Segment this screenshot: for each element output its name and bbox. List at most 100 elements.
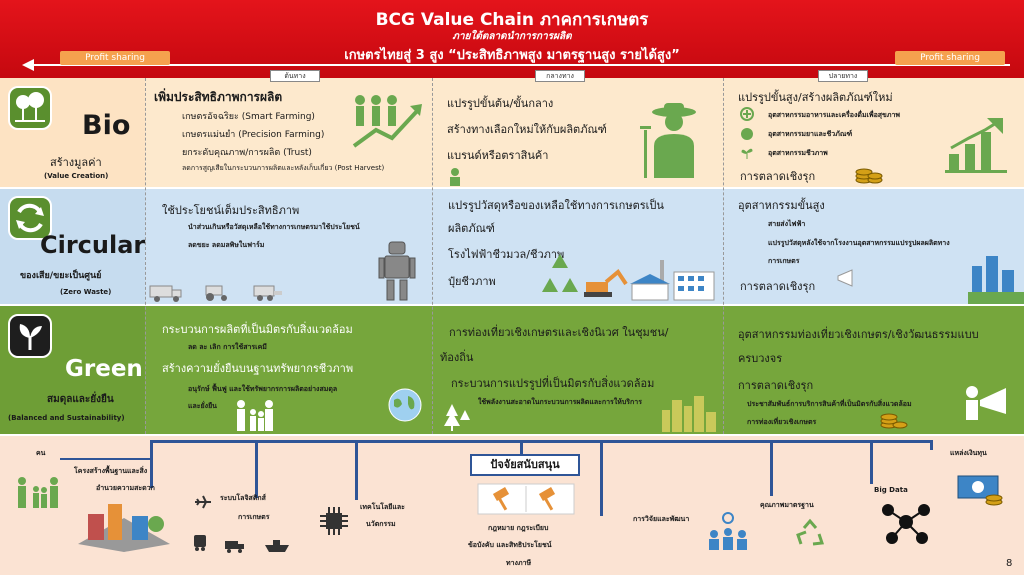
page-tagline: เกษตรไทยสู่ 3 สูง “ประสิทธิภาพสูง มาตรฐา… bbox=[344, 48, 680, 63]
network-icon bbox=[878, 500, 934, 550]
green-row bbox=[0, 306, 1024, 434]
support-title: ปัจจัยสนับสนุน bbox=[470, 454, 580, 476]
green-mid-item: การท่องเที่ยวเชิงเกษตรและเชิงนิเวศ ในชุม… bbox=[449, 326, 669, 339]
recycle-icon bbox=[8, 196, 52, 240]
circular-down-item: แปรรูปวัสดุหลังใช้จากโรงงานอุตสาหกรรมแปร… bbox=[768, 239, 950, 247]
coins-icon bbox=[880, 408, 908, 434]
circular-mid-item: ปุ๋ยชีวภาพ bbox=[448, 275, 496, 288]
support-standard: คุณภาพมาตรฐาน bbox=[760, 501, 814, 509]
row-divider bbox=[0, 304, 1024, 306]
bio-up-item: เกษตรแม่นยำ (Precision Farming) bbox=[182, 130, 325, 140]
tractor-icon bbox=[200, 282, 232, 306]
circular-mid-item: ผลิตภัณฑ์ bbox=[448, 222, 495, 235]
green-down-small: การท่องเที่ยวเชิงเกษตร bbox=[747, 418, 817, 426]
bio-down-item: อุตสาหกรรมอาหารและเครื่องดื่มเพื่อสุขภาพ bbox=[768, 111, 900, 119]
support-law-3: ทางภาษี bbox=[506, 559, 532, 567]
profit-arrow-line bbox=[30, 64, 1010, 66]
green-down-item: การตลาดเชิงรุก bbox=[738, 379, 814, 392]
bio-up-item: ลดการสูญเสียในกระบวนการผลิตและหลังเก็บเก… bbox=[182, 164, 385, 172]
green-up-item: อนุรักษ์ ฟื้นฟู และใช้ทรัพยากรการผลิตอย่… bbox=[188, 385, 338, 393]
train-icon bbox=[192, 534, 208, 556]
bio-sub: สร้างมูลค่า bbox=[50, 156, 102, 169]
support-branch bbox=[60, 458, 152, 460]
support-funding: แหล่งเงินทุน bbox=[950, 449, 987, 457]
bio-mid-item: แปรรูปขั้นต้น/ขั้นกลาง bbox=[447, 97, 554, 110]
robot-icon bbox=[377, 240, 417, 306]
law-gavel-icon bbox=[476, 482, 576, 516]
green-up-title-2: สร้างความยั่งยืนบนฐานทรัพยากรชีวภาพ bbox=[162, 362, 354, 375]
profit-sharing-right: Profit sharing bbox=[895, 51, 1005, 65]
support-branch bbox=[930, 440, 933, 450]
support-infra-2: อำนวยความสะดวก bbox=[96, 484, 155, 492]
bio-up-item: ยกระดับคุณภาพ/การผลิต (Trust) bbox=[182, 148, 312, 158]
support-branch bbox=[355, 440, 358, 500]
family-icon bbox=[14, 476, 64, 512]
plus-icon bbox=[740, 106, 754, 125]
infrastructure-city-icon bbox=[78, 498, 170, 556]
page-subtitle: ภายใต้ตลาดนำการการผลิต bbox=[452, 31, 572, 42]
stage-upstream: ต้นทาง bbox=[270, 70, 320, 82]
profit-arrow-head bbox=[22, 59, 34, 71]
support-branch bbox=[255, 440, 258, 498]
page-number: 8 bbox=[1006, 558, 1013, 569]
bio-row bbox=[0, 78, 1024, 188]
globe-icon bbox=[386, 386, 424, 430]
green-down-small: ประชาสัมพันธ์การบริการสินค้าที่เป็นมิตรก… bbox=[747, 400, 912, 408]
bio-name: Bio bbox=[82, 110, 131, 141]
column-divider bbox=[432, 78, 433, 434]
speaker-megaphone-icon bbox=[962, 382, 1014, 426]
worker-icon bbox=[446, 166, 464, 190]
bio-down-item: อุตสาหกรรมชีวภาพ bbox=[768, 149, 828, 157]
green-mid-item: กระบวนการแปรรูปที่เป็นมิตรกับสิ่งแวดล้อม bbox=[451, 377, 655, 390]
circular-down-title: อุตสาหกรรมขั้นสูง bbox=[738, 199, 825, 212]
flask-icon bbox=[740, 126, 754, 145]
circular-mid-item: แปรรูปวัสดุหรือของเหลือใช้ทางการเกษตรเป็… bbox=[448, 199, 664, 212]
harvester-icon bbox=[250, 282, 284, 306]
green-up-item: ลด ละ เลิก การใช้สารเคมี bbox=[188, 343, 267, 351]
green-down-item: ครบวงจร bbox=[738, 352, 783, 365]
delivery-truck-icon bbox=[224, 538, 246, 557]
green-sub: สมดุลและยั่งยืน bbox=[47, 394, 114, 405]
bio-down-title: แปรรูปขั้นสูง/สร้างผลิตภัณฑ์ใหม่ bbox=[738, 91, 893, 104]
circular-up-title: ใช้ประโยชน์เต็มประสิทธิภาพ bbox=[162, 204, 300, 217]
bio-down-market: การตลาดเชิงรุก bbox=[740, 170, 816, 183]
green-mid-small: ใช้พลังงานสะอาดในกระบวนการผลิตและการให้บ… bbox=[478, 398, 642, 406]
circular-down-item: การเกษตร bbox=[768, 257, 800, 265]
support-stem bbox=[520, 440, 523, 454]
support-branch bbox=[600, 440, 603, 516]
circular-en: (Zero Waste) bbox=[60, 288, 112, 296]
green-en: (Balanced and Sustainability) bbox=[8, 414, 125, 422]
circular-down-market: การตลาดเชิงรุก bbox=[740, 280, 816, 293]
money-icon bbox=[956, 472, 1004, 510]
circular-sub: ของเสีย/ขยะเป็นศูนย์ bbox=[20, 271, 102, 281]
recycle-standard-icon bbox=[795, 518, 825, 552]
support-research: การวิจัยและพัฒนา bbox=[633, 515, 690, 523]
stage-downstream: ปลายทาง bbox=[818, 70, 868, 82]
support-law: กฎหมาย กฎระเบียบ bbox=[488, 524, 549, 532]
leaf-cycle-icon bbox=[538, 252, 582, 302]
circular-mid-item: โรงไฟฟ้าชีวมวล/ชีวภาพ bbox=[448, 248, 565, 261]
coins-icon bbox=[855, 165, 883, 189]
support-tech-2: นวัตกรรม bbox=[366, 520, 396, 528]
profit-sharing-left: Profit sharing bbox=[60, 51, 170, 65]
page-title: BCG Value Chain ภาคการเกษตร bbox=[375, 10, 649, 30]
megaphone-icon bbox=[836, 268, 860, 292]
truck-icon bbox=[148, 282, 184, 306]
bio-trees-icon bbox=[8, 86, 52, 130]
support-people: คน bbox=[36, 449, 46, 457]
column-divider bbox=[145, 78, 146, 434]
green-up-item: และยั่งยืน bbox=[188, 402, 217, 410]
circular-name: Circular bbox=[40, 231, 146, 259]
bio-up-item: เกษตรอัจฉริยะ (Smart Farming) bbox=[182, 112, 315, 122]
research-team-icon bbox=[706, 512, 750, 556]
city-illustration-icon bbox=[968, 246, 1024, 308]
support-law-2: ข้อบังคับ และสิทธิประโยชน์ bbox=[468, 541, 552, 549]
sprout-badge-icon bbox=[8, 314, 52, 358]
circular-up-item: นำส่วนเกินหรือวัสดุเหลือใช้ทางการเกษตรมา… bbox=[188, 223, 360, 231]
green-mid-item: ท้องถิ่น bbox=[440, 351, 474, 364]
row-divider bbox=[0, 187, 1024, 189]
support-infra: โครงสร้างพื้นฐานและสิ่ง bbox=[74, 467, 148, 475]
stage-midstream: กลางทาง bbox=[535, 70, 585, 82]
circular-up-item: ลดขยะ ลดมลพิษในฟาร์ม bbox=[188, 241, 265, 249]
green-up-title: กระบวนการผลิตที่เป็นมิตรกับสิ่งแวดล้อม bbox=[162, 323, 353, 336]
